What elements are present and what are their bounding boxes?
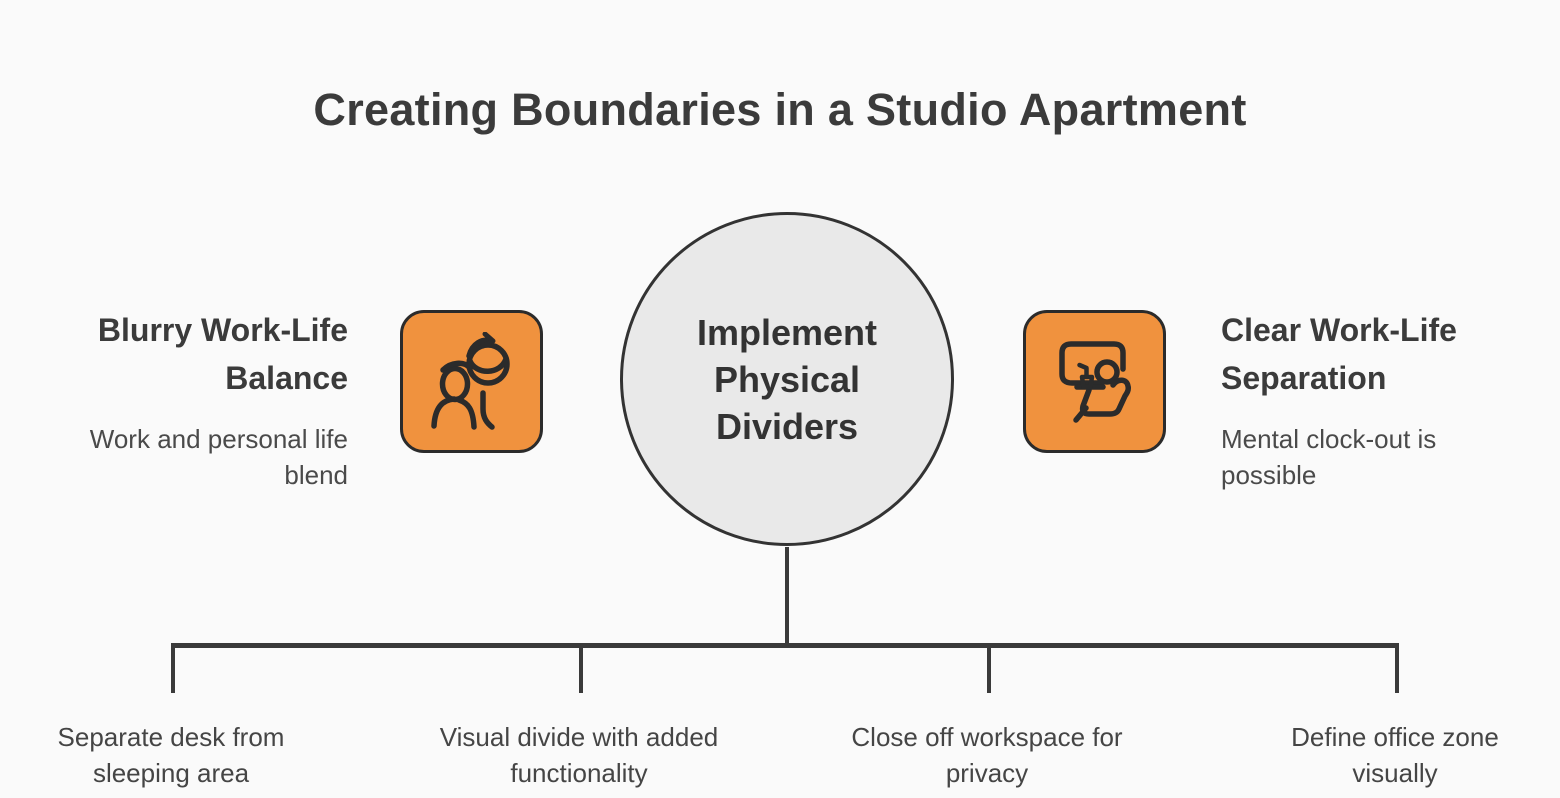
branch-label-1: Separate desk from sleeping area bbox=[1, 719, 341, 791]
left-heading: Blurry Work-Life Balance bbox=[30, 306, 348, 402]
left-description-line-2: blend bbox=[284, 460, 348, 490]
branch-label-3-line-2: privacy bbox=[945, 758, 1029, 788]
branch-label-4-line-2: visually bbox=[1352, 758, 1438, 788]
branch-label-4: Define office zone visually bbox=[1225, 719, 1560, 791]
central-node-line-3: Dividers bbox=[715, 405, 859, 447]
branch-label-2-line-2: functionality bbox=[510, 758, 648, 788]
central-node-line-2: Physical bbox=[713, 358, 861, 400]
right-icon-tile bbox=[1023, 310, 1166, 453]
branch-stub-4 bbox=[1395, 646, 1399, 693]
center-connector-line bbox=[785, 547, 789, 645]
branch-stub-2 bbox=[579, 646, 583, 693]
left-heading-line-2: Balance bbox=[225, 360, 348, 396]
central-node-line-1: Implement bbox=[696, 311, 878, 353]
right-description-line-2: possible bbox=[1221, 460, 1317, 490]
branch-label-2-line-1: Visual divide with added bbox=[439, 722, 719, 752]
person-with-rotating-globe-icon bbox=[430, 331, 510, 430]
right-heading-line-2: Separation bbox=[1221, 360, 1387, 396]
branch-stub-1 bbox=[171, 646, 175, 693]
left-heading-line-1: Blurry Work-Life bbox=[97, 312, 348, 348]
branch-horizontal-line bbox=[171, 643, 1399, 648]
branch-label-3: Close off workspace for privacy bbox=[817, 719, 1157, 791]
branch-label-4-line-1: Define office zone bbox=[1291, 722, 1499, 752]
left-description: Work and personal life blend bbox=[30, 421, 348, 493]
right-text-block: Clear Work-Life Separation Mental clock-… bbox=[1221, 306, 1531, 493]
branch-label-3-line-1: Close off workspace for bbox=[851, 722, 1123, 752]
right-description: Mental clock-out is possible bbox=[1221, 421, 1531, 493]
branch-label-1-line-2: sleeping area bbox=[92, 758, 250, 788]
person-relaxing-at-desk-icon bbox=[1058, 340, 1131, 423]
branch-stub-3 bbox=[987, 646, 991, 693]
left-text-block: Blurry Work-Life Balance Work and person… bbox=[30, 306, 348, 493]
branch-label-1-line-1: Separate desk from bbox=[57, 722, 285, 752]
right-heading: Clear Work-Life Separation bbox=[1221, 306, 1531, 402]
central-node-circle: Implement Physical Dividers bbox=[620, 212, 954, 546]
right-heading-line-1: Clear Work-Life bbox=[1221, 312, 1457, 348]
left-description-line-1: Work and personal life bbox=[89, 424, 348, 454]
page-title: Creating Boundaries in a Studio Apartmen… bbox=[313, 84, 1247, 135]
right-description-line-1: Mental clock-out is bbox=[1221, 424, 1437, 454]
left-icon-tile bbox=[400, 310, 543, 453]
branch-label-2: Visual divide with added functionality bbox=[409, 719, 749, 791]
central-node-label: Implement Physical Dividers bbox=[697, 309, 877, 450]
